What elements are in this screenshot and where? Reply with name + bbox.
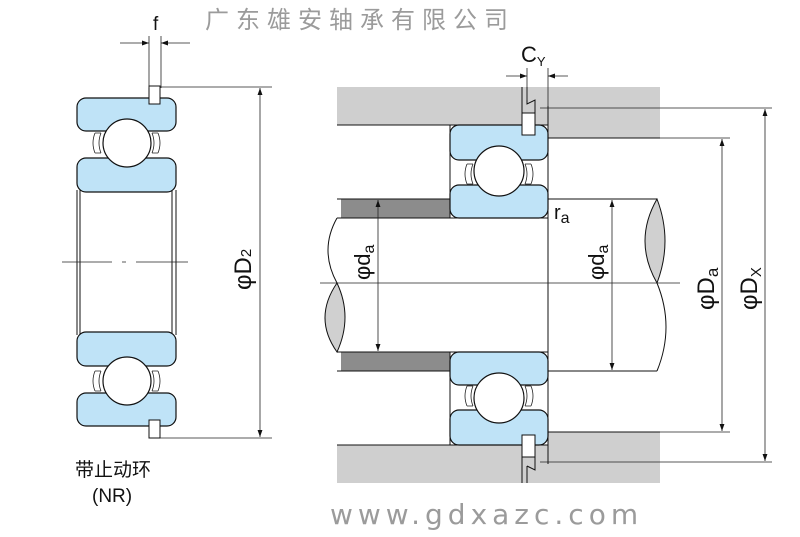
- label-cy: CY: [521, 42, 546, 69]
- label-da-right: φda: [584, 244, 612, 280]
- spacer-top: [341, 199, 450, 218]
- left-bearing-section: f φD2 带止动环 (NR): [62, 14, 272, 507]
- label-D2: φD2: [230, 249, 257, 290]
- label-Da: φDa: [693, 267, 722, 310]
- svg-text:φD2: φD2: [230, 249, 257, 290]
- right-mounting-section: CY ra φda φda φDa φDX: [320, 42, 772, 483]
- svg-text:φDX: φDX: [736, 267, 765, 310]
- shaft: [324, 197, 667, 372]
- caption-nr: (NR): [92, 486, 132, 507]
- label-da-left: φda: [350, 244, 378, 280]
- label-ra: ra: [554, 202, 570, 227]
- lower-bearing: [449, 351, 549, 483]
- upper-bearing: [449, 87, 549, 219]
- lower-bearing-half: [76, 331, 177, 439]
- caption-with-snap-ring: 带止动环: [75, 459, 151, 481]
- svg-text:φda: φda: [350, 244, 378, 280]
- watermark-company: 广东雄安轴承有限公司: [205, 6, 515, 34]
- label-f: f: [153, 14, 159, 35]
- upper-bearing-half: [76, 85, 177, 193]
- svg-text:φDa: φDa: [693, 267, 722, 310]
- housing-bottom: [337, 432, 660, 483]
- label-Dx: φDX: [736, 267, 765, 310]
- watermark-url: www.gdxazc.com: [330, 498, 643, 531]
- housing-top: [337, 87, 660, 138]
- svg-text:φda: φda: [584, 244, 612, 280]
- spacer-bottom: [341, 352, 450, 371]
